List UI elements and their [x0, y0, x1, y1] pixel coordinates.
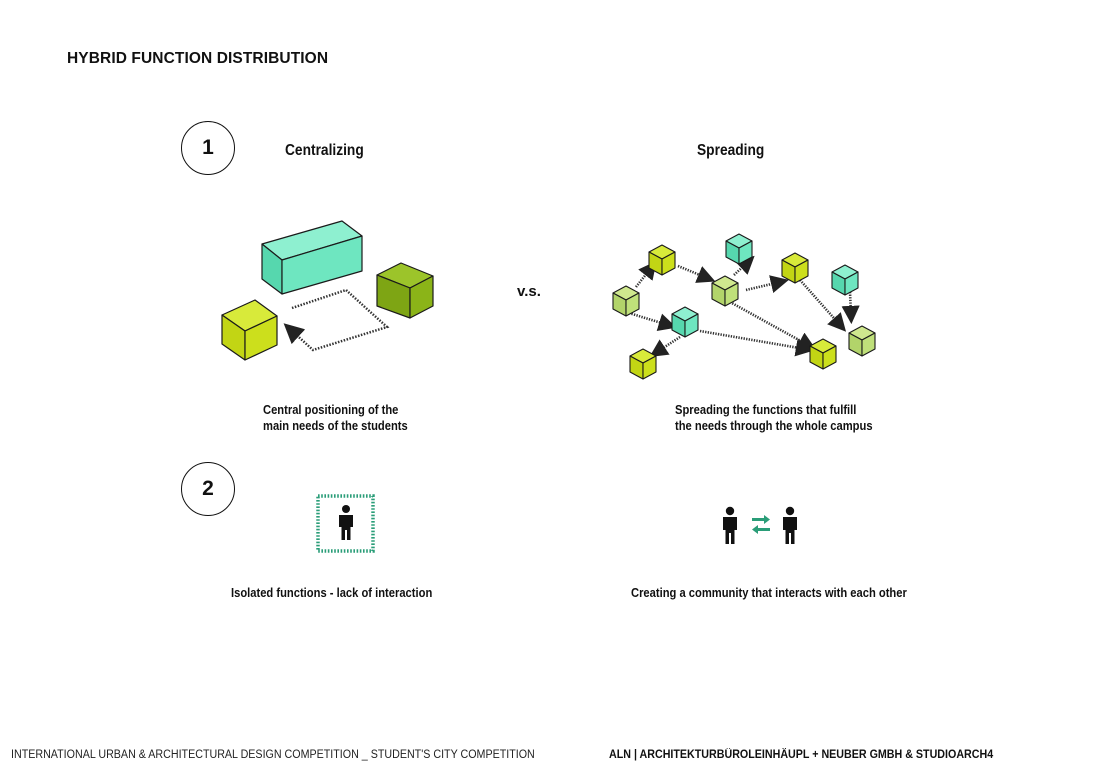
heading-spreading: Spreading [697, 142, 765, 159]
network-link-arrow [729, 300, 816, 350]
function-cube [629, 348, 657, 380]
network-link-arrow [628, 311, 677, 332]
function-cube [725, 233, 753, 265]
function-cube [711, 275, 739, 307]
function-cube [831, 264, 859, 296]
network-link-arrow [699, 329, 814, 357]
person-icon-right [783, 506, 797, 544]
page-title: HYBRID FUNCTION DISTRIBUTION [67, 50, 329, 67]
network-link-arrow [677, 264, 716, 283]
function-cube [809, 338, 837, 370]
section-number-label: 2 [202, 477, 214, 500]
centralizing-caption-line2: main needs of the students [263, 418, 408, 433]
centralizing-caption: Central positioning of the main needs of… [263, 402, 408, 434]
footer-credits: ALN | ARCHITEKTURBÜROLEINHÄUPL + NEUBER … [609, 749, 994, 761]
function-cube [612, 285, 640, 317]
person-icon-left [723, 506, 737, 544]
function-cube [671, 306, 699, 338]
community-caption: Creating a community that interacts with… [631, 585, 907, 600]
exchange-arrows-icon [752, 515, 770, 534]
centralizing-flow-arrow [283, 288, 390, 352]
network-link-arrow [733, 255, 755, 276]
section-number-label: 1 [202, 136, 214, 159]
isolated-person-icon [316, 494, 375, 553]
footer-competition: INTERNATIONAL URBAN & ARCHITECTURAL DESI… [11, 749, 535, 761]
spreading-caption-line1: Spreading the functions that fulfill [675, 402, 857, 417]
isolated-caption: Isolated functions - lack of interaction [231, 585, 433, 600]
olive-block [376, 262, 434, 319]
teal-block [261, 220, 363, 295]
section-number-1: 1 [181, 121, 235, 175]
lime-block [221, 299, 278, 361]
person-icon [339, 505, 353, 540]
spreading-caption: Spreading the functions that fulfill the… [675, 402, 873, 434]
dotted-frame [316, 494, 375, 553]
function-cube [781, 252, 809, 284]
heading-centralizing: Centralizing [285, 142, 364, 159]
interacting-people-icon [723, 506, 797, 544]
spreading-caption-line2: the needs through the whole campus [675, 418, 873, 433]
network-link-arrow [649, 335, 681, 357]
network-link-arrow [799, 279, 847, 332]
centralizing-caption-line1: Central positioning of the [263, 402, 399, 417]
function-cube [848, 325, 876, 357]
network-link-arrow [745, 275, 789, 293]
versus-label: v.s. [517, 283, 541, 300]
network-link-arrow [841, 291, 860, 325]
section-number-2: 2 [181, 462, 235, 516]
function-cube [648, 244, 676, 276]
